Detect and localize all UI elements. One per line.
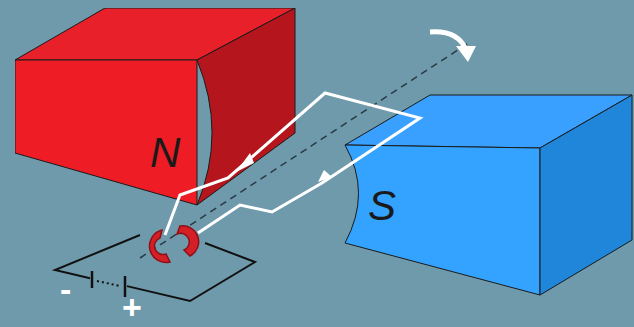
magnet-block: [15, 8, 297, 208]
pole-letter: N: [150, 132, 180, 174]
current-arrows: [236, 153, 332, 182]
armature-loop: [165, 93, 420, 235]
polarity-sign: -: [60, 272, 71, 306]
rotation-arrow: [430, 32, 476, 62]
magnet-pole: S: [340, 93, 634, 299]
pole-letter: S: [368, 185, 396, 227]
rotation-axis: [140, 42, 470, 258]
magnet-pole: N: [15, 8, 297, 208]
commutator: [150, 226, 199, 263]
polarity-sign: +: [122, 290, 142, 324]
